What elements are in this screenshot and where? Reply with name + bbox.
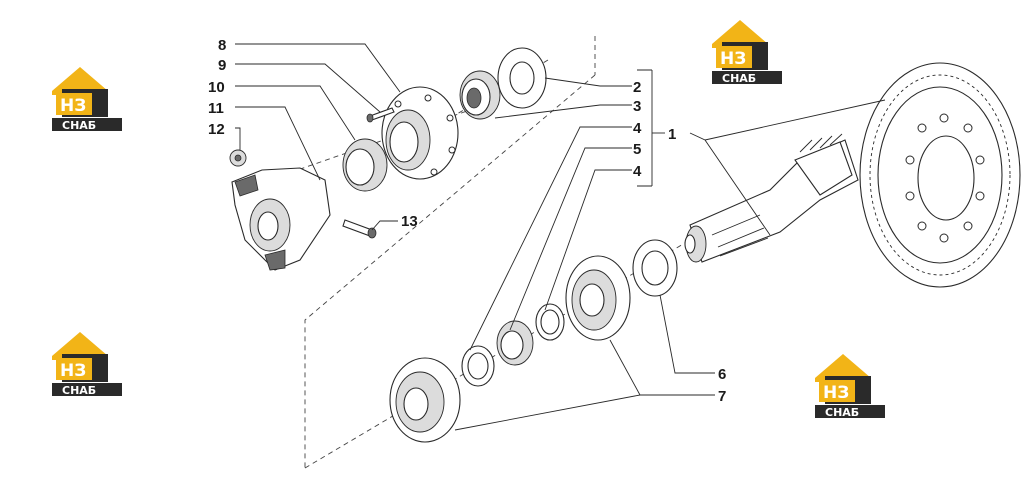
logo-letters: НЗ	[60, 361, 86, 381]
bolt-9	[366, 107, 395, 123]
callout-12: 12	[208, 121, 225, 138]
callout-10: 10	[208, 79, 225, 96]
bearing-housing-8	[381, 86, 459, 180]
nut-12	[229, 149, 247, 167]
spacer-5	[496, 320, 534, 366]
logo-caption: СНАБ	[62, 384, 96, 397]
flange-yoke-11	[231, 167, 331, 271]
logo-letters: НЗ	[60, 96, 86, 116]
watermark-logo-2: НЗ СНАБ	[52, 332, 122, 397]
callout-13: 13	[401, 213, 418, 230]
roller-bearing-7-upper	[565, 255, 631, 341]
slotted-nut-3	[459, 70, 501, 120]
callout-labels: 8 9 10 11 12 13 2 3 4 5 4 1 6 7	[208, 37, 726, 405]
watermark-logo-4: НЗ СНАБ	[815, 354, 885, 419]
logo-caption: СНАБ	[62, 119, 96, 132]
callout-3: 3	[633, 98, 641, 115]
leader-lines	[235, 43, 886, 431]
logo-letters: НЗ	[823, 383, 849, 403]
oil-seal-10	[342, 138, 388, 192]
callout-1: 1	[668, 126, 676, 143]
callout-5: 5	[633, 141, 641, 158]
callout-4-upper: 4	[633, 120, 642, 137]
callout-8: 8	[218, 37, 226, 54]
logo-caption: СНАБ	[722, 72, 756, 85]
watermark-logo-1: НЗ СНАБ	[52, 67, 122, 132]
bolt-13	[342, 219, 377, 239]
callout-11: 11	[208, 100, 224, 117]
callout-7: 7	[718, 388, 726, 405]
roller-bearing-7-lower	[389, 357, 461, 443]
thrust-washer-2	[497, 47, 547, 109]
callout-4-lower: 4	[633, 163, 642, 180]
callout-2: 2	[633, 79, 641, 96]
logo-letters: НЗ	[720, 49, 746, 69]
pinion-shaft	[684, 133, 859, 263]
shim-4-upper	[535, 303, 565, 341]
washer-6	[632, 239, 678, 297]
shim-4-lower	[461, 345, 495, 387]
logo-caption: СНАБ	[825, 406, 859, 419]
callout-9: 9	[218, 57, 226, 74]
ring-gear	[859, 62, 1021, 288]
watermark-logo-3: НЗ СНАБ	[712, 20, 782, 85]
callout-6: 6	[718, 366, 726, 383]
